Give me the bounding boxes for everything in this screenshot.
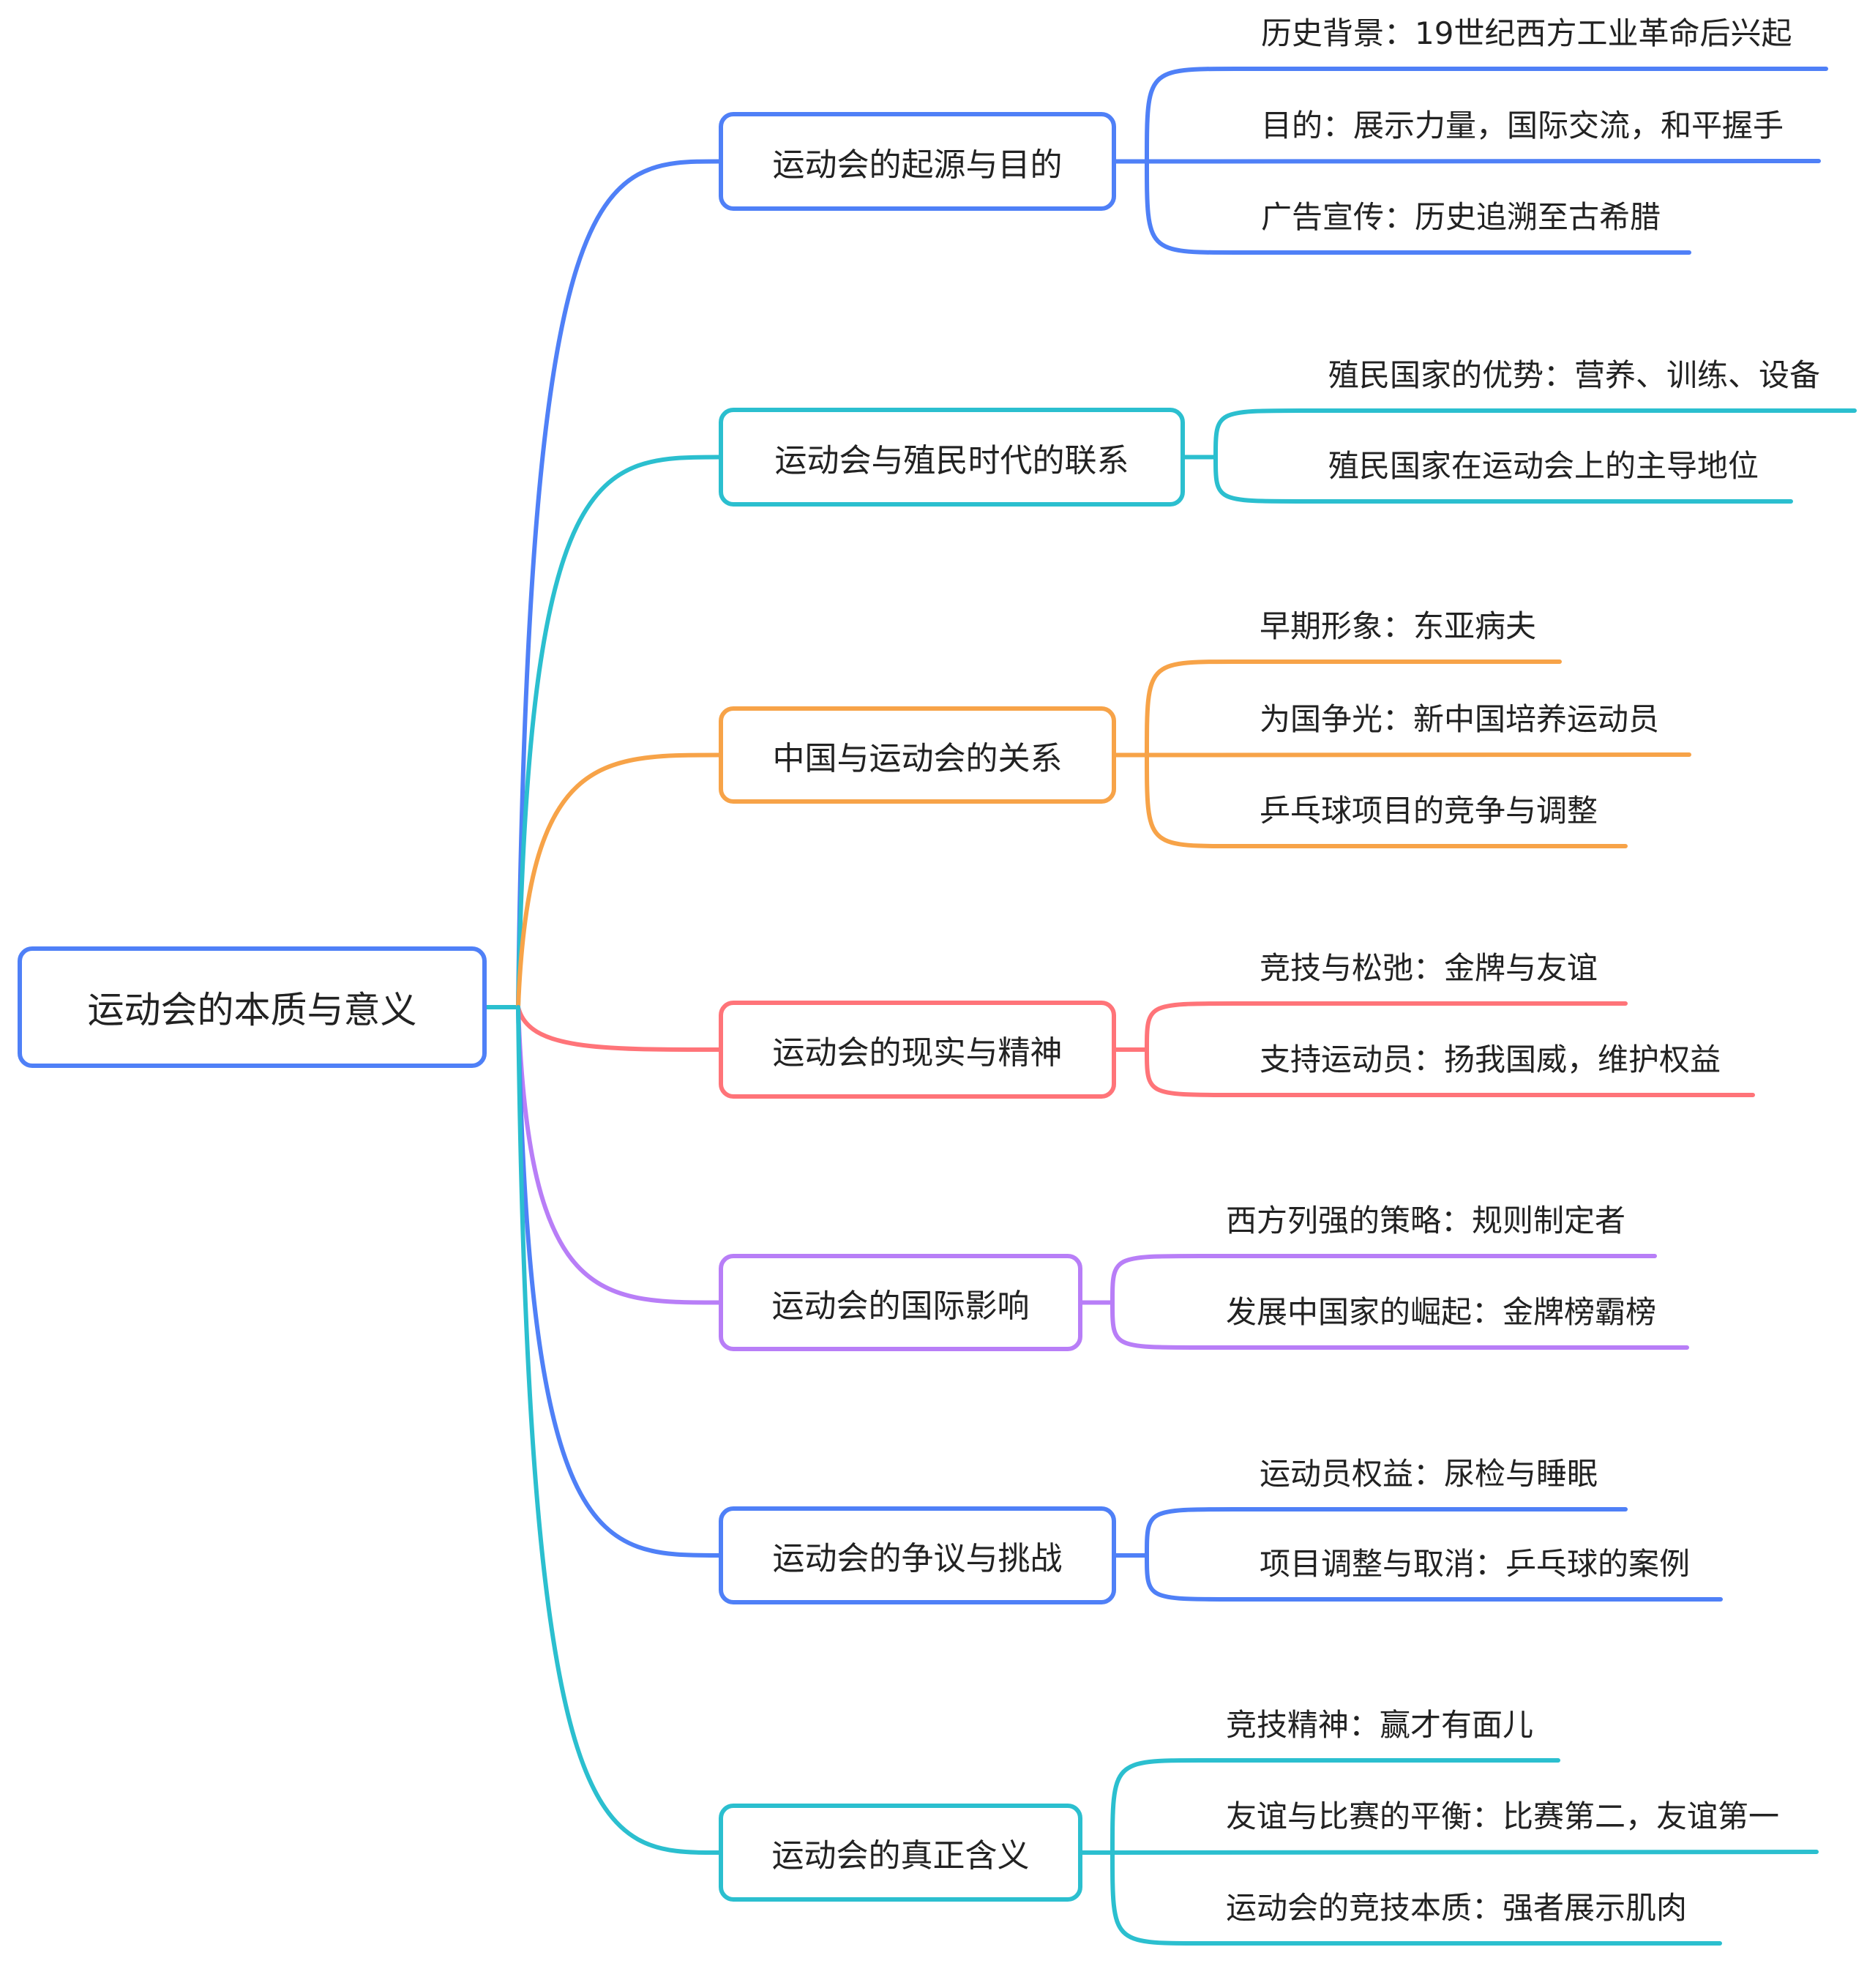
root-node-label: 运动会的本质与意义 — [87, 989, 417, 1031]
leaf-underline — [1110, 1300, 1689, 1350]
leaf-underline — [1145, 159, 1821, 164]
branch-node-label: 运动会的争议与挑战 — [772, 1540, 1063, 1577]
leaf-topic[interactable]: 广告宣传：历史追溯至古希腊 — [1261, 199, 1661, 235]
leaf-topic[interactable]: 历史背景：19世纪西方工业革命后兴起 — [1261, 15, 1792, 51]
leaf-underline — [1145, 1001, 1628, 1052]
leaf-underline — [1213, 455, 1793, 504]
leaf-underline — [1145, 1507, 1628, 1558]
leaf-underline — [1145, 659, 1562, 758]
leaf-topic[interactable]: 竞技精神：赢才有面儿 — [1226, 1707, 1534, 1743]
leaf-topic[interactable]: 运动会的竞技本质：强者展示肌肉 — [1226, 1890, 1688, 1926]
leaf-topic[interactable]: 西方列强的策略：规则制定者 — [1226, 1203, 1626, 1238]
leaf-topic[interactable]: 目的：展示力量，国际交流，和平握手 — [1261, 108, 1784, 143]
leaf-underline — [1110, 1850, 1819, 1855]
branch-connector — [516, 1005, 721, 1052]
branch-node[interactable]: 运动会的现实与精神 — [719, 1001, 1116, 1099]
leaf-topic[interactable]: 项目调整与取消：乒乓球的案例 — [1260, 1546, 1691, 1582]
leaf-topic[interactable]: 殖民国家在运动会上的主导地位 — [1328, 448, 1759, 484]
leaf-topic[interactable]: 运动员权益：尿检与睡眠 — [1260, 1456, 1598, 1492]
branch-connector — [516, 1005, 721, 1558]
leaf-underline — [1110, 1254, 1657, 1305]
branch-connector — [516, 1005, 721, 1855]
leaf-underline — [1145, 159, 1691, 255]
branch-connector — [516, 752, 721, 1009]
branch-node-label: 运动会与殖民时代的联系 — [774, 441, 1129, 479]
leaf-topic[interactable]: 发展中国家的崛起：金牌榜霸榜 — [1226, 1294, 1657, 1330]
branch-connector — [516, 159, 721, 1009]
branch-node[interactable]: 运动会的国际影响 — [719, 1254, 1082, 1351]
branch-node[interactable]: 运动会的起源与目的 — [719, 112, 1116, 211]
branch-node[interactable]: 运动会与殖民时代的联系 — [719, 408, 1185, 507]
branch-connector — [516, 1005, 721, 1305]
leaf-underline — [1110, 1850, 1722, 1946]
leaf-topic[interactable]: 支持运动员：扬我国威，维护权益 — [1260, 1042, 1721, 1077]
branch-node[interactable]: 运动会的真正含义 — [719, 1804, 1082, 1902]
leaf-topic[interactable]: 乒乓球项目的竞争与调整 — [1260, 793, 1598, 829]
leaf-topic[interactable]: 早期形象：东亚病夫 — [1260, 608, 1537, 644]
leaf-topic[interactable]: 为国争光：新中国培养运动员 — [1260, 701, 1660, 737]
leaf-underline — [1145, 1047, 1755, 1097]
root-node[interactable]: 运动会的本质与意义 — [18, 946, 487, 1068]
branch-node[interactable]: 运动会的争议与挑战 — [719, 1506, 1116, 1604]
leaf-topic[interactable]: 友谊与比赛的平衡：比赛第二，友谊第一 — [1226, 1798, 1780, 1834]
branch-node-label: 运动会的国际影响 — [771, 1287, 1030, 1325]
branch-node[interactable]: 中国与运动会的关系 — [719, 706, 1116, 804]
leaf-topic[interactable]: 殖民国家的优势：营养、训练、设备 — [1328, 357, 1821, 393]
leaf-topic[interactable]: 竞技与松弛：金牌与友谊 — [1260, 950, 1598, 986]
leaf-underline — [1110, 1758, 1560, 1855]
branch-node-label: 运动会的真正含义 — [771, 1837, 1030, 1875]
branch-connector — [516, 455, 721, 1009]
branch-node-label: 运动会的现实与精神 — [772, 1034, 1063, 1072]
branch-node-label: 运动会的起源与目的 — [772, 146, 1063, 184]
leaf-underline — [1145, 1553, 1723, 1602]
branch-node-label: 中国与运动会的关系 — [772, 739, 1063, 777]
leaf-underline — [1213, 408, 1857, 460]
leaf-underline — [1145, 67, 1828, 164]
leaf-underline — [1145, 752, 1628, 848]
